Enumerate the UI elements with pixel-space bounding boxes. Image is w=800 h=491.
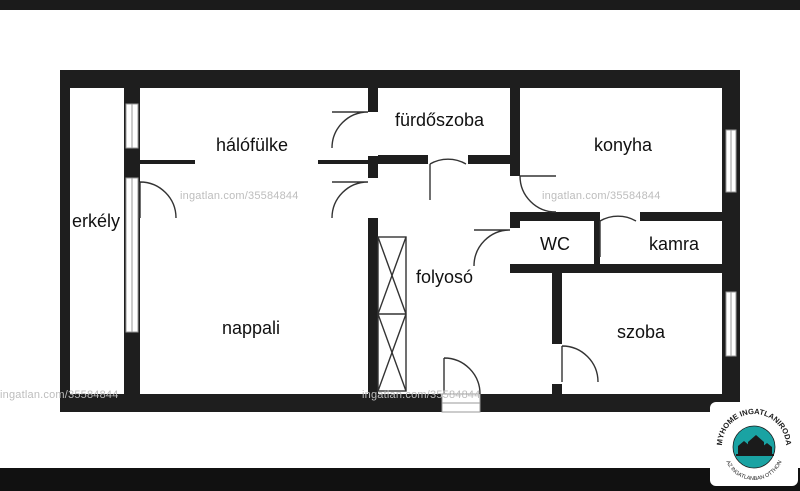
label-konyha: konyha	[594, 135, 653, 155]
opening-alcove-bath	[368, 112, 378, 156]
label-kamra: kamra	[649, 234, 700, 254]
myhome-logo: MYHOME INGATLANIRODA AZ INGATLANBAN OTTH…	[710, 402, 798, 486]
label-wc: WC	[540, 234, 570, 254]
outer-wall-bottom	[60, 394, 740, 412]
door-kamra	[599, 215, 637, 257]
alcove-partition-right	[318, 160, 368, 164]
door-living	[139, 181, 177, 219]
outer-wall-top	[60, 70, 740, 88]
label-nappali: nappali	[222, 318, 281, 338]
opening-alcove-hall	[368, 178, 378, 218]
opening-szoba	[552, 344, 562, 384]
door-alcove	[331, 181, 369, 219]
door-swings	[139, 111, 637, 395]
opening-kitchen	[510, 176, 520, 212]
door-bath	[429, 158, 467, 200]
outer-wall-right	[722, 70, 740, 412]
bottom-dark-strip	[0, 468, 800, 491]
window-glazing-lines	[131, 104, 732, 356]
szoba-left-wall	[552, 264, 562, 394]
door-wc	[473, 229, 511, 267]
label-folyoso: folyosó	[416, 267, 474, 287]
door-bath-side	[331, 111, 369, 149]
outer-wall-left	[60, 70, 70, 412]
opening-wc	[510, 228, 520, 264]
middle-wall	[368, 88, 378, 394]
logo-graphic: MYHOME INGATLANIRODA AZ INGATLANBAN OTTH…	[715, 407, 793, 482]
alcove-partition-left	[140, 160, 195, 164]
watermark: ingatlan.com/35584844	[542, 190, 661, 202]
watermark: ingatlan.com/35584844	[362, 389, 481, 401]
top-dark-strip	[0, 0, 800, 10]
door-szoba	[561, 345, 599, 383]
door-kitchen	[519, 175, 557, 213]
label-szoba: szoba	[617, 322, 666, 342]
logo-houses-icon	[738, 435, 772, 454]
label-erkely: erkély	[72, 211, 121, 231]
label-halofulke: hálófülke	[216, 135, 289, 155]
watermark: ingatlan.com/35584844	[0, 389, 119, 401]
door-entrance	[443, 357, 481, 395]
watermark: ingatlan.com/35584844	[180, 190, 299, 202]
wardrobe	[377, 236, 407, 392]
wc-kamra-divider	[594, 212, 600, 270]
label-furdoszoba: fürdőszoba	[395, 110, 485, 130]
wc-bottom-wall	[510, 264, 722, 273]
